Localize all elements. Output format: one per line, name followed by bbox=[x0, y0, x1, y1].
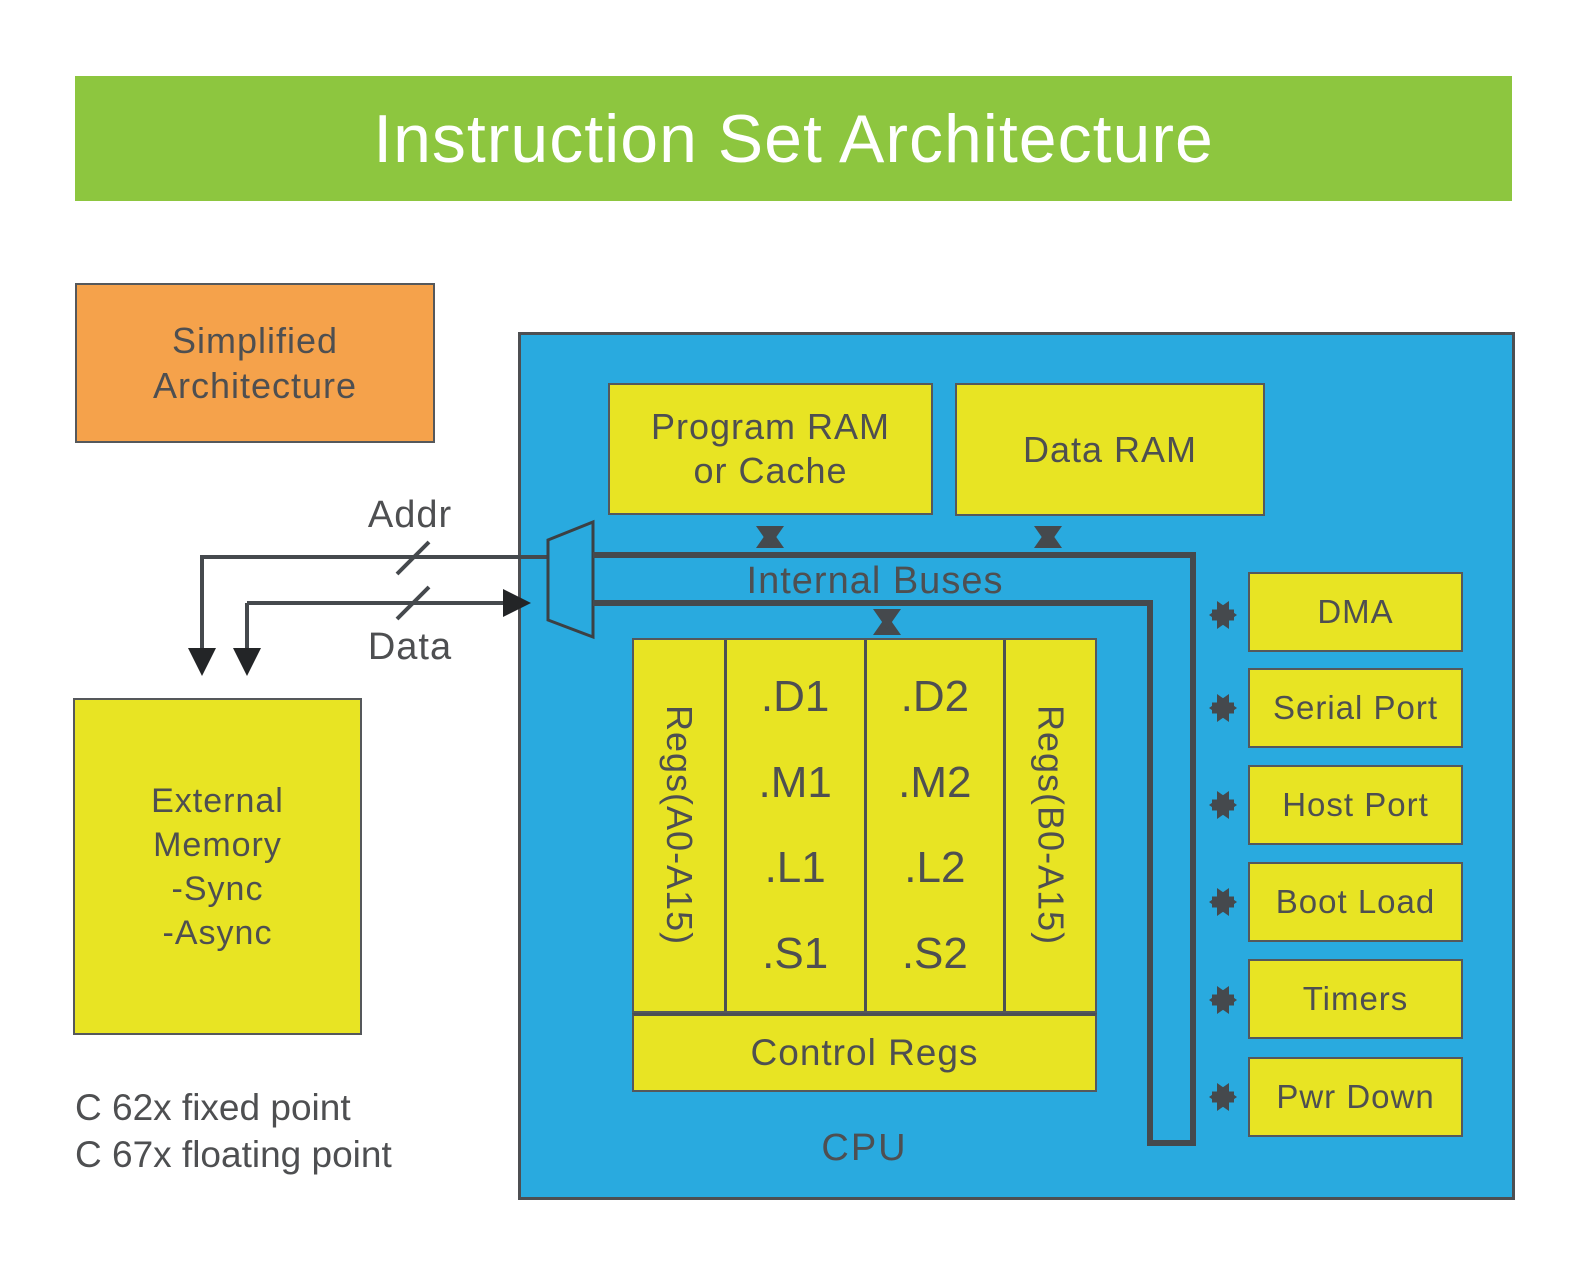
unit-l2: .L2 bbox=[904, 843, 966, 893]
title-bar: Instruction Set Architecture bbox=[75, 76, 1512, 201]
unit-s2: .S2 bbox=[901, 929, 968, 979]
external-memory-line-2: Memory bbox=[153, 825, 282, 864]
program-ram-line-1: Program RAM bbox=[650, 406, 891, 447]
program-ram-box: Program RAM or Cache bbox=[608, 383, 933, 515]
unit-d1: .D1 bbox=[760, 671, 830, 721]
register-file-block: Regs(A0-A15) .D1 .M1 .L1 .S1 .D2 .M2 .L2… bbox=[632, 638, 1097, 1013]
unit-m1: .M1 bbox=[758, 757, 832, 807]
unit-m2: .M2 bbox=[898, 757, 972, 807]
footnotes: C 62x fixed point C 67x floating point bbox=[75, 1084, 392, 1178]
external-memory-line-3: -Sync bbox=[171, 869, 264, 908]
unit-d2: .D2 bbox=[900, 671, 970, 721]
external-memory-line-1: External bbox=[151, 781, 284, 820]
data-ram-box: Data RAM bbox=[955, 383, 1265, 516]
control-regs-box: Control Regs bbox=[632, 1013, 1097, 1092]
regs-a-label: Regs(A0-A15) bbox=[658, 705, 700, 946]
simplified-architecture-box: Simplified Architecture bbox=[75, 283, 435, 443]
external-memory-box: External Memory -Sync -Async bbox=[73, 698, 362, 1035]
regs-a-column: Regs(A0-A15) bbox=[634, 640, 727, 1011]
unit-l1: .L1 bbox=[764, 843, 826, 893]
internal-buses-label: Internal Buses bbox=[746, 559, 1004, 602]
data-bus-width-slash bbox=[395, 585, 431, 621]
simplified-line-2: Architecture bbox=[152, 365, 358, 406]
addr-bus-label: Addr bbox=[367, 494, 453, 536]
peripheral-box-serial-port: Serial Port bbox=[1248, 668, 1463, 748]
unit-s1: .S1 bbox=[762, 929, 829, 979]
regs-b-label: Regs(B0-A15) bbox=[1030, 705, 1072, 946]
cpu-label: CPU bbox=[821, 1126, 908, 1169]
functional-units-column-1: .D1 .M1 .L1 .S1 bbox=[727, 640, 867, 1011]
simplified-line-1: Simplified bbox=[171, 320, 339, 361]
addr-bus-width-slash bbox=[395, 540, 431, 576]
peripheral-box-pwr-down: Pwr Down bbox=[1248, 1057, 1463, 1137]
external-memory-line-4: -Async bbox=[162, 913, 273, 952]
functional-units-column-2: .D2 .M2 .L2 .S2 bbox=[867, 640, 1007, 1011]
peripheral-box-host-port: Host Port bbox=[1248, 765, 1463, 845]
page-title: Instruction Set Architecture bbox=[373, 100, 1214, 177]
footnote-c67x: C 67x floating point bbox=[75, 1134, 392, 1175]
program-ram-line-2: or Cache bbox=[693, 450, 848, 491]
peripheral-box-dma: DMA bbox=[1248, 572, 1463, 652]
footnote-c62x: C 62x fixed point bbox=[75, 1087, 351, 1128]
regs-b-column: Regs(B0-A15) bbox=[1006, 640, 1095, 1011]
data-ram-label: Data RAM bbox=[1022, 428, 1198, 470]
peripheral-box-timers: Timers bbox=[1248, 959, 1463, 1039]
peripheral-box-boot-load: Boot Load bbox=[1248, 862, 1463, 942]
data-bus-label: Data bbox=[367, 626, 453, 668]
